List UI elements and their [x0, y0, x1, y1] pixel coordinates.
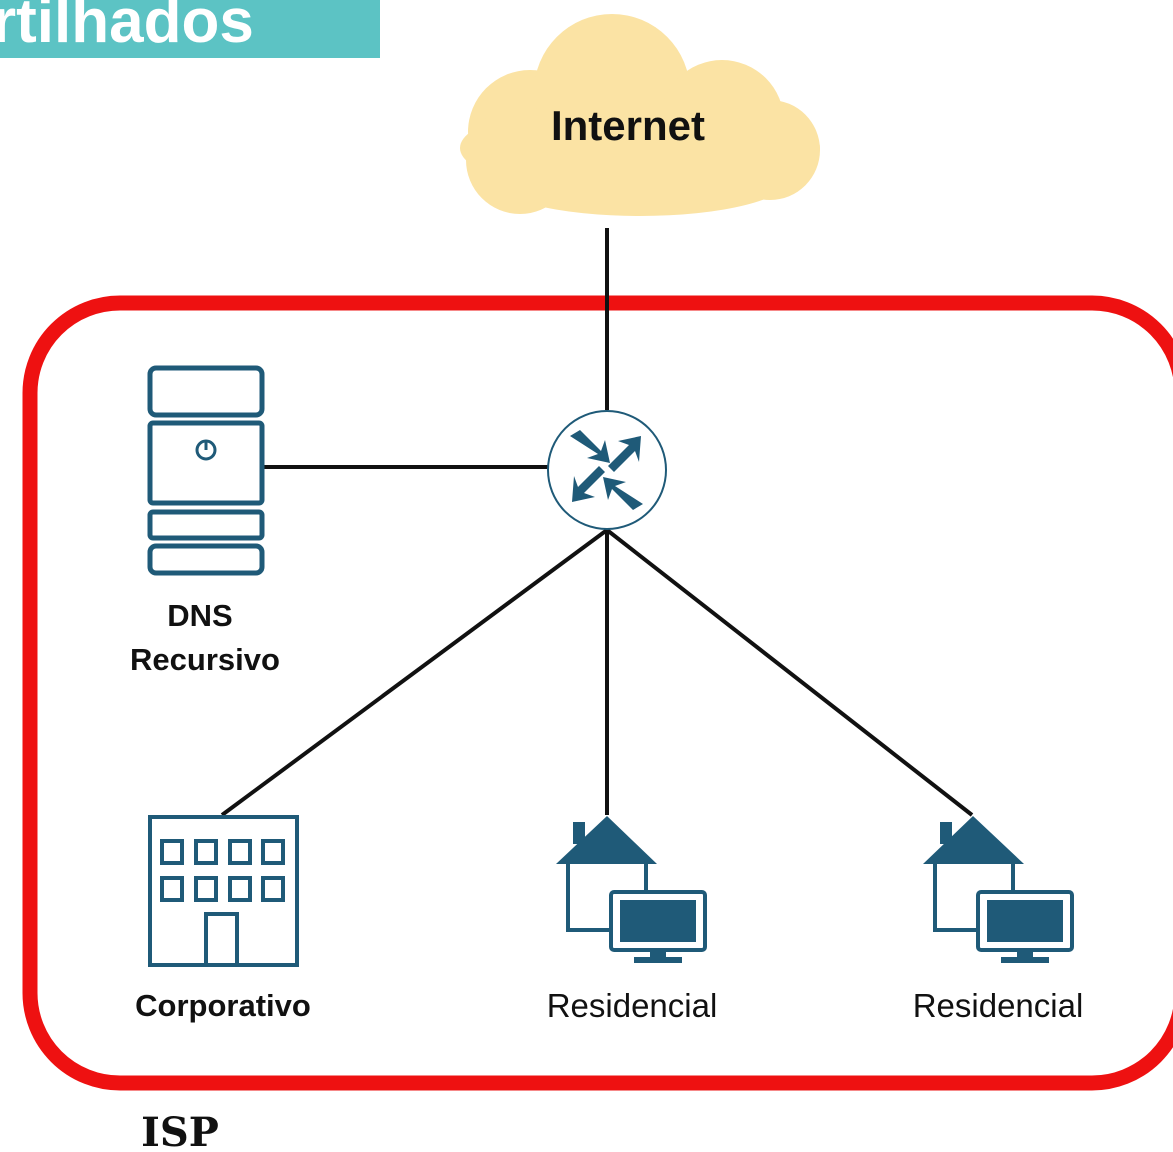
corporativo-label: Corporativo	[135, 988, 311, 1023]
title-banner: rtilhados	[0, 0, 380, 58]
residencial-2-label: Residencial	[913, 987, 1084, 1024]
link-router-residencial-2	[605, 528, 974, 817]
dns-label-line2: Recursivo	[130, 642, 280, 677]
cloud-icon: Internet	[460, 14, 820, 216]
link-router-corporativo	[220, 528, 609, 817]
router-icon	[547, 410, 667, 530]
isp-label: ISP	[141, 1109, 219, 1152]
house-computer-icon	[923, 816, 1074, 963]
title-banner-text: rtilhados	[0, 0, 254, 56]
dns-label-line1: DNS	[167, 598, 232, 633]
server-icon	[147, 365, 265, 576]
internet-label: Internet	[551, 102, 705, 149]
house-computer-icon	[556, 816, 707, 963]
residencial-1-label: Residencial	[547, 987, 718, 1024]
building-icon	[148, 815, 299, 967]
links	[220, 228, 974, 817]
